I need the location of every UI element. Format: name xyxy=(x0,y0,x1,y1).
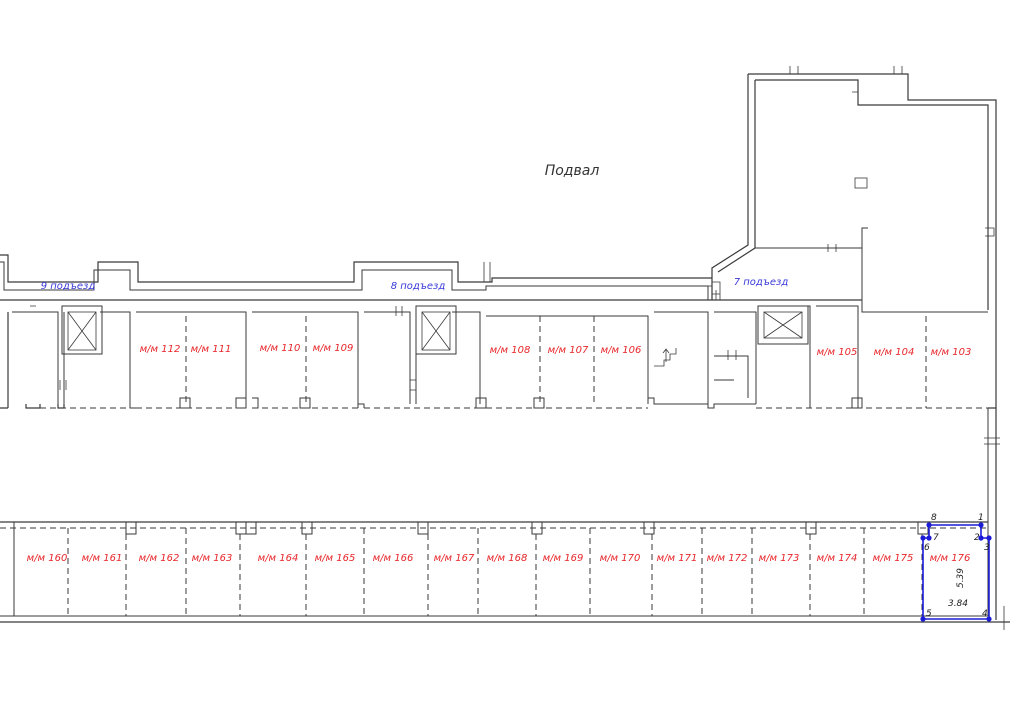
vertex-5-label: 5 xyxy=(926,609,932,619)
space-161-label[interactable]: м/м 161 xyxy=(82,553,123,564)
dimension-length: 5.39 xyxy=(956,568,966,588)
space-176-label[interactable]: м/м 176 xyxy=(930,553,971,564)
top-row-partitions xyxy=(7,281,988,408)
space-103-label[interactable]: м/м 103 xyxy=(931,347,972,358)
vertex-5[interactable] xyxy=(920,616,926,622)
vertex-1-label: 1 xyxy=(978,513,984,523)
space-107-label[interactable]: м/м 107 xyxy=(548,345,589,356)
space-173-label[interactable]: м/м 173 xyxy=(759,553,800,564)
space-104-label[interactable]: м/м 104 xyxy=(874,347,915,358)
space-112-label[interactable]: м/м 112 xyxy=(140,344,181,355)
space-167-label[interactable]: м/м 167 xyxy=(434,553,475,564)
vertex-4[interactable] xyxy=(986,616,992,622)
space-163-label[interactable]: м/м 163 xyxy=(192,553,233,564)
space-169-label[interactable]: м/м 169 xyxy=(543,553,584,564)
space-162-label[interactable]: м/м 162 xyxy=(139,553,180,564)
top-row-bottom-line xyxy=(0,397,1000,620)
vertex-3-label: 3 xyxy=(984,543,990,553)
space-170-label[interactable]: м/м 170 xyxy=(600,553,641,564)
vertex-2[interactable] xyxy=(978,535,984,541)
bottom-row-walls xyxy=(0,521,1010,630)
space-105-label[interactable]: м/м 105 xyxy=(817,347,858,358)
vertex-7[interactable] xyxy=(926,535,932,541)
upper-row-walls xyxy=(0,254,862,301)
space-165-label[interactable]: м/м 165 xyxy=(315,553,356,564)
selected-space-outline[interactable] xyxy=(920,522,992,622)
space-110-label[interactable]: м/м 110 xyxy=(260,343,301,354)
vertex-7-label: 7 xyxy=(933,533,939,543)
space-164-label[interactable]: м/м 164 xyxy=(258,553,299,564)
space-106-label[interactable]: м/м 106 xyxy=(601,345,642,356)
space-111-label[interactable]: м/м 111 xyxy=(191,344,232,355)
space-175-label[interactable]: м/м 175 xyxy=(873,553,914,564)
entrance-9-label: 9 подъезд xyxy=(41,281,96,292)
basement-large-room xyxy=(711,66,997,408)
vertex-6-label: 6 xyxy=(924,543,930,553)
vertex-4-label: 4 xyxy=(982,609,988,619)
space-108-label[interactable]: м/м 108 xyxy=(490,345,531,356)
entrance-8-label: 8 подъезд xyxy=(391,281,446,292)
space-109-label[interactable]: м/м 109 xyxy=(313,343,354,354)
dimension-width: 3.84 xyxy=(948,599,968,609)
vertex-1[interactable] xyxy=(978,522,984,528)
elevator-7 xyxy=(757,305,809,345)
space-174-label[interactable]: м/м 174 xyxy=(817,553,858,564)
plan-title: Подвал xyxy=(545,163,600,179)
elevator-8 xyxy=(415,305,457,355)
vertex-8[interactable] xyxy=(926,522,932,528)
vertex-6[interactable] xyxy=(920,535,926,541)
vertex-8-label: 8 xyxy=(931,513,937,523)
space-171-label[interactable]: м/м 171 xyxy=(657,553,698,564)
vertex-3[interactable] xyxy=(986,535,992,541)
space-160-label[interactable]: м/м 160 xyxy=(27,553,68,564)
vertex-2-label: 2 xyxy=(974,533,980,543)
entrance-7-label: 7 подъезд xyxy=(734,277,789,288)
space-168-label[interactable]: м/м 168 xyxy=(487,553,528,564)
space-172-label[interactable]: м/м 172 xyxy=(707,553,748,564)
space-166-label[interactable]: м/м 166 xyxy=(373,553,414,564)
elevator-9 xyxy=(61,305,103,355)
